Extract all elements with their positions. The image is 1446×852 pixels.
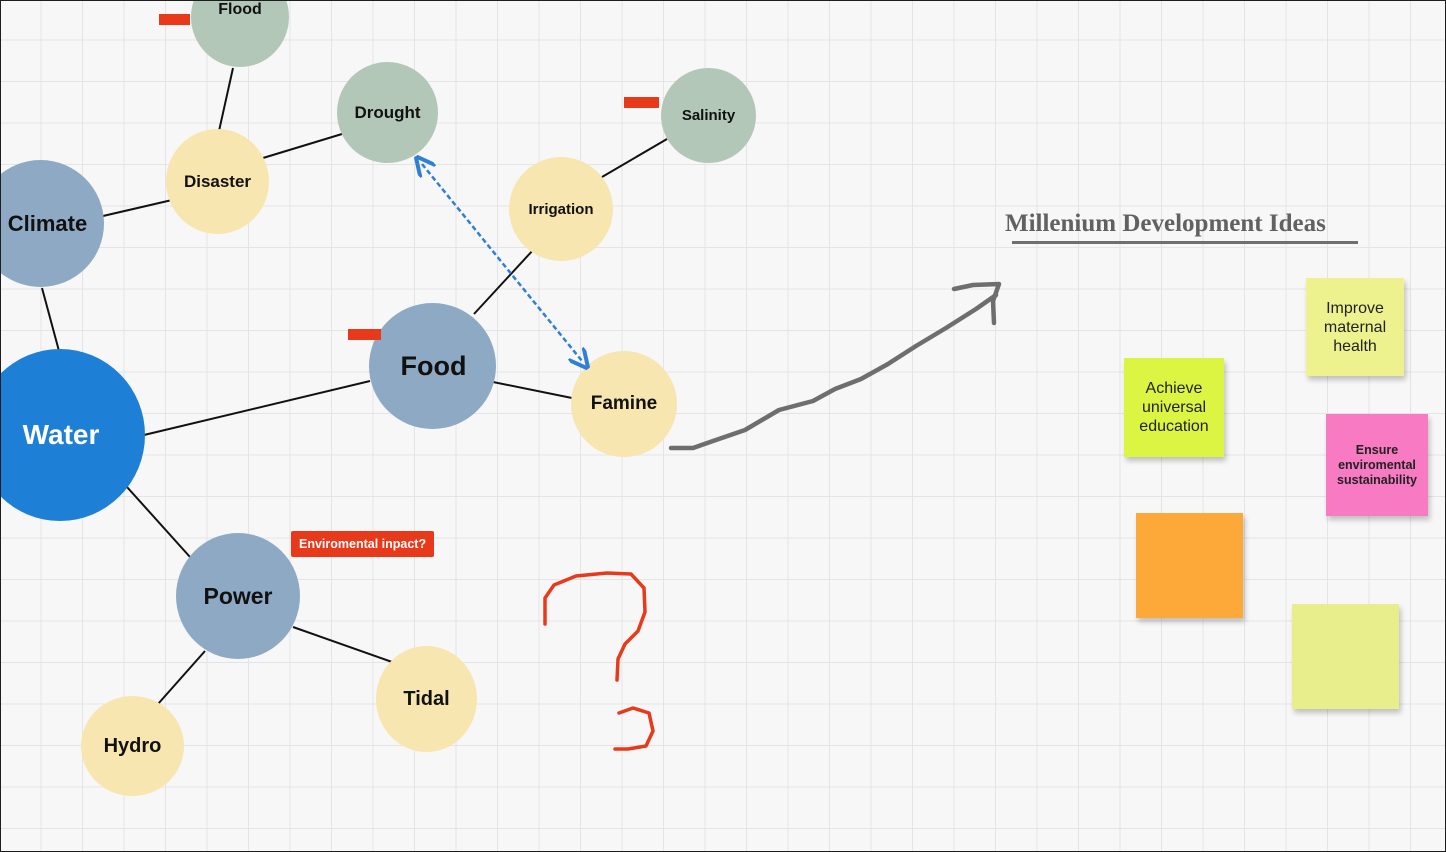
node-water[interactable]: Water: [1, 349, 145, 521]
connector-water-power: [126, 486, 191, 558]
dashed-link-arrow: [422, 164, 582, 361]
connector-irrigation-salinity: [601, 138, 668, 178]
sticky-note-blank-orange[interactable]: [1136, 513, 1243, 618]
connector-water-food: [143, 380, 371, 436]
node-hydro[interactable]: Hydro: [81, 696, 184, 796]
connector-power-tidal: [292, 626, 393, 663]
node-salinity[interactable]: Salinity: [661, 68, 756, 163]
sticky-note-education[interactable]: Achieve universal education: [1124, 358, 1224, 457]
minus-marker-flood[interactable]: [159, 14, 190, 25]
minus-marker-salinity[interactable]: [624, 97, 659, 108]
node-drought[interactable]: Drought: [337, 62, 438, 163]
node-label: Power: [203, 582, 273, 609]
node-label: Flood: [218, 1, 262, 18]
connector-power-hydro: [157, 650, 206, 705]
node-climate[interactable]: Climate: [1, 160, 104, 287]
environmental-impact-tag[interactable]: Enviromental inpact?: [291, 531, 435, 557]
sticky-note-text: Achieve universal education: [1139, 380, 1209, 435]
node-label: Disaster: [183, 171, 252, 191]
node-label: Tidal: [403, 687, 450, 710]
board-title-underline: [1012, 241, 1358, 244]
node-label: Water: [22, 419, 100, 450]
sticky-note-text: Ensure enviromental sustainability: [1337, 442, 1417, 487]
board-title: Millenium Development Ideas: [1005, 210, 1326, 237]
sticky-note-blank-yellow[interactable]: [1292, 604, 1399, 709]
question-mark-stroke: [543, 571, 647, 682]
sticky-note-maternal-health[interactable]: Improve maternal health: [1306, 278, 1404, 376]
node-disaster[interactable]: Disaster: [166, 129, 269, 234]
node-label: Salinity: [681, 107, 736, 124]
connector-disaster-flood: [218, 67, 234, 132]
connector-food-famine: [492, 381, 573, 399]
node-label: Climate: [7, 210, 88, 236]
node-label: Famine: [590, 393, 658, 414]
question-dot-stroke: [613, 706, 655, 751]
node-power[interactable]: Power: [176, 533, 300, 659]
sticky-note-sustainability[interactable]: Ensure enviromental sustainability: [1326, 414, 1428, 516]
node-tidal[interactable]: Tidal: [376, 646, 477, 752]
sticky-note-text: Improve maternal health: [1323, 299, 1387, 355]
node-label: Hydro: [103, 734, 162, 757]
node-label: Drought: [354, 102, 421, 122]
minus-marker-food[interactable]: [348, 329, 381, 340]
pen-arrowhead-stroke: [951, 281, 1002, 326]
pen-arrow-stroke: [668, 292, 999, 451]
connector-disaster-drought: [262, 133, 343, 159]
connector-climate-water: [41, 287, 60, 352]
connector-climate-disaster: [102, 199, 173, 217]
tag-label: Enviromental inpact?: [299, 537, 427, 551]
